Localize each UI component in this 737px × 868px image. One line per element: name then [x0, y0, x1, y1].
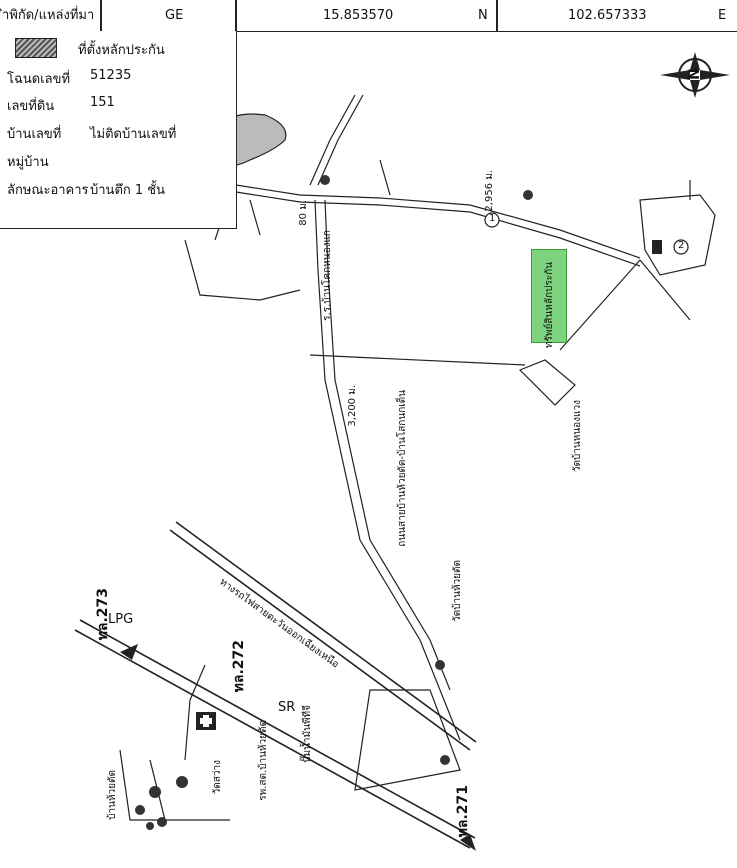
- distance-label-3: 3,200 ม.: [347, 385, 358, 427]
- info-row-label: หมู่บ้าน: [7, 155, 49, 170]
- lpg-label: LPG: [108, 612, 134, 627]
- subject-property-label: ทรัพย์สินหลักประกัน: [544, 262, 555, 349]
- longitude-value: 102.657333: [568, 8, 647, 23]
- info-row-label: บ้านเลขที่: [7, 127, 62, 142]
- route-marker-2: 2: [678, 240, 685, 251]
- longitude-direction: E: [718, 8, 727, 23]
- wat-bottom-label: วัดบ้านห้วยตัด: [452, 560, 463, 622]
- wat-right-label: วัดบ้านหนองแวง: [572, 400, 583, 473]
- divider: [100, 0, 102, 31]
- distance-label-2: 80 ม.: [298, 200, 309, 226]
- info-row-value: 51235: [90, 68, 132, 83]
- info-row-value: บ้านตึก 1 ชั้น: [90, 183, 165, 198]
- latitude-direction: N: [478, 8, 488, 23]
- subject-property-marker: [531, 249, 567, 343]
- property-info-panel: ที่ตั้งหลักประกัน โฉนดเลขที่ 51235 เลขที…: [0, 31, 237, 229]
- highway-272-label: ทล.272: [231, 640, 247, 693]
- highway-271-label: ทล.271: [455, 785, 471, 838]
- compass-north-label: N: [686, 68, 703, 80]
- coordinate-header: ำพิกัด/แหล่งที่มา GE 15.853570 N 102.657…: [0, 0, 737, 32]
- info-row-value: 151: [90, 95, 115, 110]
- distance-label-1: 2,956 ม.: [484, 170, 495, 212]
- legend-swatch: [15, 38, 57, 58]
- route-marker-1: 1: [489, 213, 496, 224]
- sr-label: SR: [278, 700, 296, 715]
- info-row-value: ไม่ติดบ้านเลขที่: [90, 127, 177, 142]
- info-row-label: โฉนดเลขที่: [7, 72, 71, 87]
- hospital-label: รพ.สต.บ้านห้วยตัด: [258, 720, 269, 801]
- divider: [496, 0, 498, 31]
- wat-left-label: วัดสว่าง: [212, 760, 223, 795]
- legend-label: ที่ตั้งหลักประกัน: [78, 43, 165, 58]
- info-row-label: เลขที่ดิน: [7, 99, 55, 114]
- station-label: ปั๊มน้ำมันพีทีจี: [302, 705, 313, 763]
- datum-value: GE: [165, 8, 184, 23]
- divider: [235, 0, 237, 31]
- compass-icon: N: [660, 50, 730, 100]
- village-left-label: บ้านห้วยตัด: [107, 770, 118, 820]
- location-label: ำพิกัด/แหล่งที่มา: [2, 8, 95, 23]
- road-bottom-label: ถนนสายบ้านห้วยตัด-บ้านโสกนกเต็น: [397, 390, 408, 547]
- latitude-value: 15.853570: [323, 8, 394, 23]
- school-left-label: ร.ร.บ้านโคกหนองแก: [322, 230, 333, 321]
- info-row-label: ลักษณะอาคาร: [7, 183, 89, 198]
